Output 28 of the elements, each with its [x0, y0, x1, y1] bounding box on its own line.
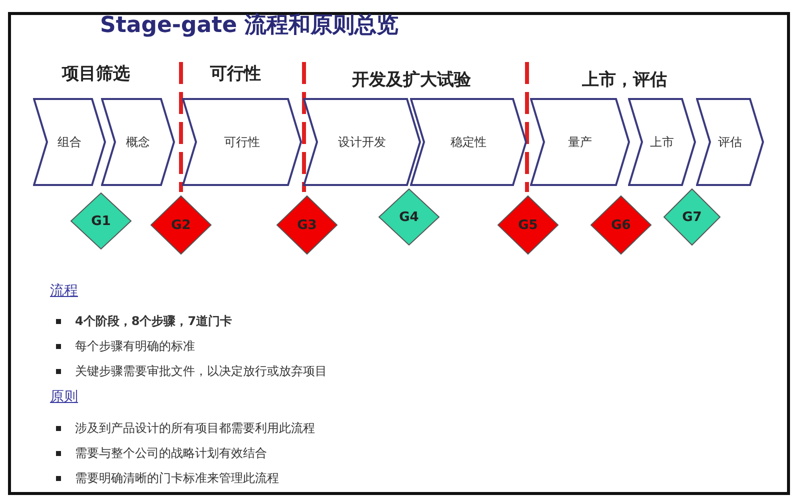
chevron-step: 可行性 — [182, 98, 302, 186]
gate-diamond: G1 — [70, 192, 132, 250]
gate-diamond: G3 — [276, 195, 338, 255]
chevron-step: 设计开发 — [303, 98, 421, 186]
bullet-text: 涉及到产品设计的所有项目都需要利用此流程 — [75, 420, 315, 437]
stage-heading: 开发及扩大试验 — [352, 69, 471, 91]
gate-diamond: G6 — [590, 195, 652, 255]
stage-heading: 项目筛选 — [62, 63, 130, 85]
chevron-step: 概念 — [101, 98, 175, 186]
bullet-text: 关键步骤需要审批文件，以决定放行或放弃项目 — [75, 363, 327, 380]
bullet-text: 4个阶段，8个步骤，7道门卡 — [75, 313, 232, 330]
chevron-step: 评估 — [696, 98, 764, 186]
section-heading: 原则 — [50, 388, 78, 406]
chevron-step: 上市 — [628, 98, 696, 186]
bullet-text: 每个步骤有明确的标准 — [75, 338, 195, 355]
chevron-step: 组合 — [33, 98, 106, 186]
chevron-step: 稳定性 — [410, 98, 527, 186]
gate-diamond: G2 — [150, 195, 212, 255]
stage-heading: 上市，评估 — [582, 69, 667, 91]
chevron-step: 量产 — [530, 98, 630, 186]
stage-heading: 可行性 — [210, 63, 261, 85]
bullet-text: 需要与整个公司的战略计划有效结合 — [75, 445, 267, 462]
title: Stage-gate 流程和原则总览 — [100, 12, 399, 40]
gate-diamond: G7 — [663, 188, 721, 246]
section-heading: 流程 — [50, 282, 78, 300]
bullet-text: 需要明确清晰的门卡标准来管理此流程 — [75, 470, 279, 487]
gate-diamond: G5 — [497, 195, 559, 255]
gate-diamond: G4 — [378, 188, 440, 246]
